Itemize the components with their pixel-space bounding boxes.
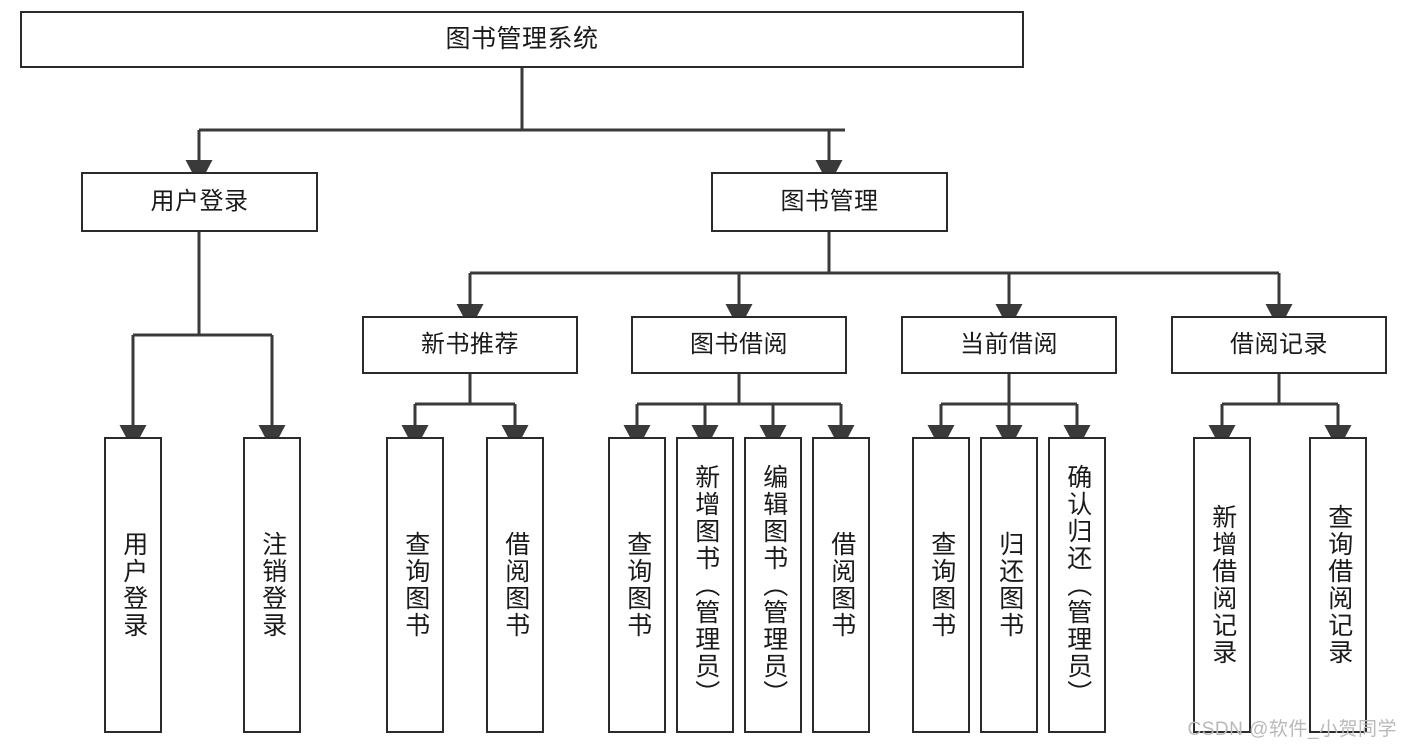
node-book-borrow[interactable]: 图书借阅 [631, 316, 847, 374]
leaf-confirm-return-admin[interactable]: 确认归还（管理员） [1048, 437, 1106, 733]
leaf-query-borrow-record[interactable]: 查询借阅记录 [1309, 437, 1367, 733]
node-label: 归还图书 [995, 531, 1024, 639]
node-label: 借阅图书 [827, 531, 856, 639]
node-label: 编辑图书（管理员） [759, 463, 788, 707]
leaf-query-book-current[interactable]: 查询图书 [912, 437, 970, 733]
node-label: 查询借阅记录 [1324, 504, 1353, 666]
leaf-logout[interactable]: 注销登录 [243, 437, 301, 733]
node-label: 用户登录 [119, 531, 148, 639]
node-label: 新书推荐 [421, 331, 519, 359]
leaf-add-book-admin[interactable]: 新增图书（管理员） [676, 437, 734, 733]
node-label: 图书管理 [780, 188, 879, 216]
leaf-borrow-book-recommend[interactable]: 借阅图书 [486, 437, 544, 733]
node-user-login[interactable]: 用户登录 [81, 172, 318, 232]
node-label: 借阅记录 [1230, 331, 1328, 359]
leaf-borrow-book[interactable]: 借阅图书 [812, 437, 870, 733]
node-label: 图书借阅 [690, 331, 788, 359]
node-label: 新增借阅记录 [1208, 504, 1237, 666]
node-label: 新增图书（管理员） [691, 463, 720, 707]
leaf-add-borrow-record[interactable]: 新增借阅记录 [1193, 437, 1251, 733]
node-label: 当前借阅 [960, 331, 1058, 359]
node-borrow-record[interactable]: 借阅记录 [1171, 316, 1387, 374]
node-current-borrow[interactable]: 当前借阅 [901, 316, 1117, 374]
node-label: 确认归还（管理员） [1063, 463, 1092, 707]
leaf-query-book-borrow[interactable]: 查询图书 [608, 437, 666, 733]
leaf-query-book-recommend[interactable]: 查询图书 [386, 437, 444, 733]
node-label: 查询图书 [401, 531, 430, 639]
node-label: 查询图书 [623, 531, 652, 639]
node-book-management[interactable]: 图书管理 [711, 172, 948, 232]
node-label: 借阅图书 [501, 531, 530, 639]
node-root-system[interactable]: 图书管理系统 [20, 11, 1024, 68]
node-label: 注销登录 [258, 531, 287, 639]
leaf-user-login[interactable]: 用户登录 [104, 437, 162, 733]
node-new-book-recommend[interactable]: 新书推荐 [362, 316, 578, 374]
leaf-edit-book-admin[interactable]: 编辑图书（管理员） [744, 437, 802, 733]
node-label: 图书管理系统 [445, 25, 599, 54]
node-label: 查询图书 [927, 531, 956, 639]
leaf-return-book[interactable]: 归还图书 [980, 437, 1038, 733]
node-label: 用户登录 [150, 188, 249, 216]
watermark-text: CSDN @软件_小贺同学 [1187, 719, 1397, 740]
